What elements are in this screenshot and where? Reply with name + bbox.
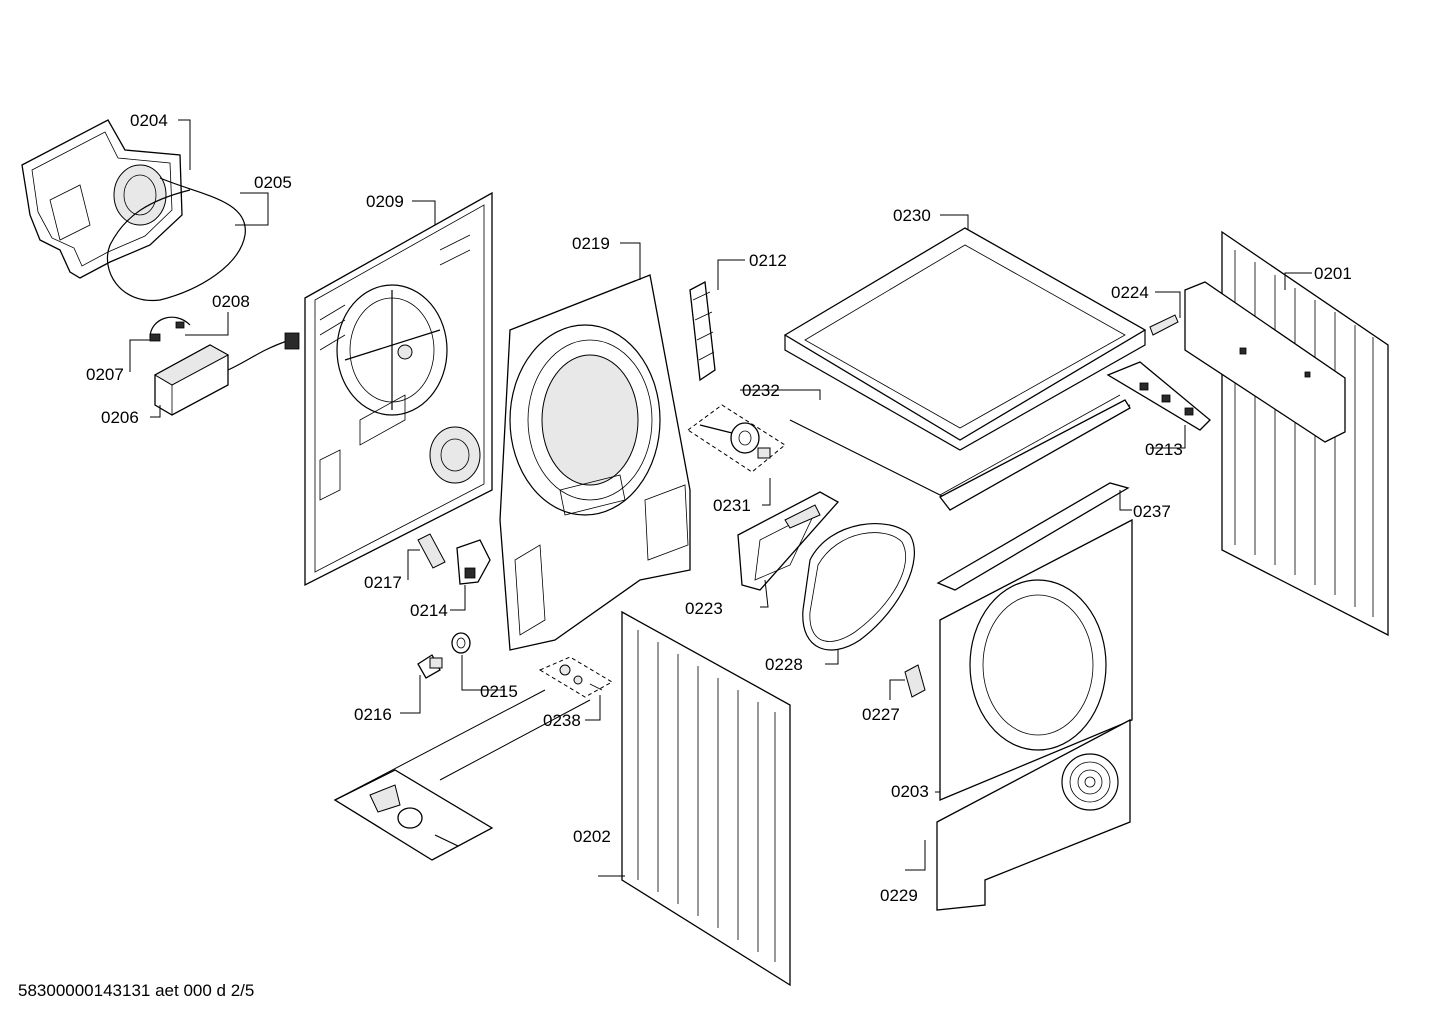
label-0238: 0238 xyxy=(543,711,581,730)
rear-panel-part xyxy=(304,191,493,587)
label-0205: 0205 xyxy=(254,173,292,192)
door-gasket-part xyxy=(802,523,915,651)
side-panel-right-part xyxy=(1184,230,1389,637)
switch-parts xyxy=(417,533,491,585)
front-rail-part xyxy=(936,482,1130,591)
cable-loop-part xyxy=(106,177,246,302)
label-0219: 0219 xyxy=(572,234,610,253)
label-0232: 0232 xyxy=(742,381,780,400)
label-0230: 0230 xyxy=(893,206,931,225)
label-0208: 0208 xyxy=(212,292,250,311)
front-panel-part xyxy=(904,518,1133,801)
bracket-parts xyxy=(1106,314,1211,431)
top-cover-part xyxy=(783,227,1147,451)
label-0229: 0229 xyxy=(880,886,918,905)
label-0207: 0207 xyxy=(86,365,124,384)
label-0209: 0209 xyxy=(366,192,404,211)
label-0231: 0231 xyxy=(713,496,751,515)
part-labels: 0204 0205 0208 0207 0206 0209 0219 0212 … xyxy=(86,111,1352,905)
label-0224: 0224 xyxy=(1111,283,1149,302)
label-0206: 0206 xyxy=(101,408,139,427)
control-module-part xyxy=(153,332,300,416)
lint-filter-part xyxy=(737,491,840,591)
label-0212: 0212 xyxy=(749,251,787,270)
hardware-detail-inset xyxy=(333,656,614,861)
label-0237: 0237 xyxy=(1133,502,1171,521)
label-0202: 0202 xyxy=(573,827,611,846)
knob-parts xyxy=(417,632,471,679)
insulation-sheet-part xyxy=(789,394,1131,511)
label-0201: 0201 xyxy=(1314,264,1352,283)
label-0203: 0203 xyxy=(891,782,929,801)
rear-duct-part xyxy=(21,119,183,279)
label-0223: 0223 xyxy=(685,599,723,618)
fan-wheel-part xyxy=(687,404,786,473)
label-0216: 0216 xyxy=(354,705,392,724)
heater-part xyxy=(689,280,716,382)
label-0214: 0214 xyxy=(410,601,448,620)
sensor-cable-part xyxy=(149,316,191,342)
document-id: 58300000143131 aet 000 d 2/5 xyxy=(18,981,255,1000)
label-0215: 0215 xyxy=(480,682,518,701)
label-0204: 0204 xyxy=(130,111,168,130)
label-0217: 0217 xyxy=(364,573,402,592)
label-0213: 0213 xyxy=(1145,440,1183,459)
side-panel-left-part xyxy=(621,610,791,987)
label-0227: 0227 xyxy=(862,705,900,724)
kick-plate-part xyxy=(936,718,1131,911)
bearing-frame-part xyxy=(499,274,691,651)
leader-lines xyxy=(129,119,1312,877)
label-0228: 0228 xyxy=(765,655,803,674)
